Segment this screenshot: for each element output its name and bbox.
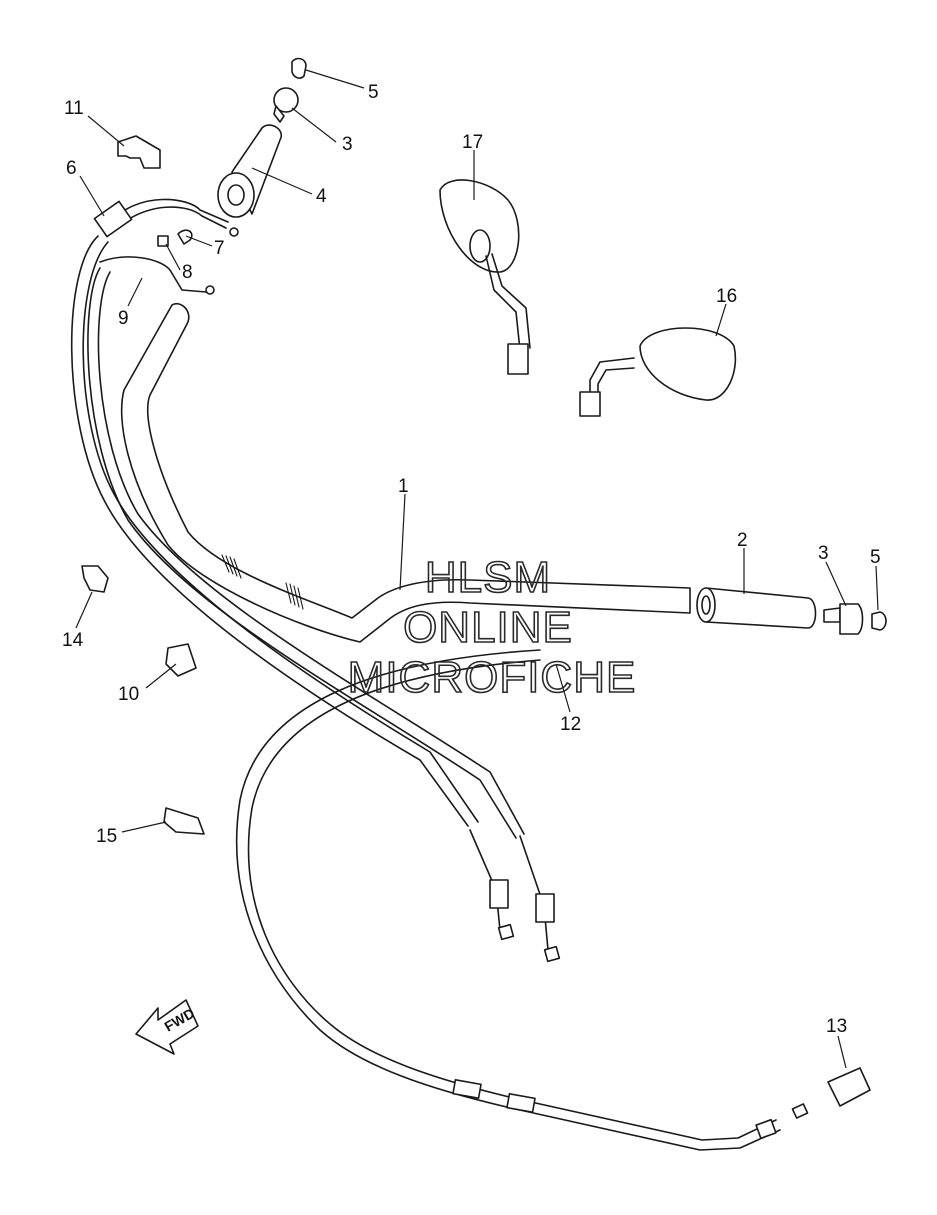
callout-15: 15 xyxy=(96,826,117,847)
throttle-grip xyxy=(217,124,283,218)
adjuster-13 xyxy=(791,1067,871,1119)
bar-end-right xyxy=(823,603,864,635)
end-screw-right xyxy=(871,611,887,631)
callout-16: 16 xyxy=(716,286,737,307)
callout-3-top: 3 xyxy=(342,134,353,155)
mirror-16 xyxy=(579,327,737,417)
callout-8: 8 xyxy=(182,262,193,283)
left-grip xyxy=(696,587,817,629)
watermark: HLSM ONLINE MICROFICHE xyxy=(347,552,637,703)
holder-11 xyxy=(117,135,161,169)
callout-labels: 1 2 3 3 4 5 5 6 7 8 9 10 11 12 13 14 15 … xyxy=(62,82,881,1037)
bar-end-top xyxy=(273,87,299,123)
callout-12: 12 xyxy=(560,714,581,735)
handlebar xyxy=(120,303,691,643)
clamp-15 xyxy=(163,807,205,835)
callout-3-right: 3 xyxy=(818,543,829,564)
callout-11: 11 xyxy=(64,98,84,119)
clutch-cable xyxy=(235,649,781,1151)
callout-10: 10 xyxy=(118,684,139,705)
fwd-arrow-icon: FWD xyxy=(135,999,199,1055)
callout-9: 9 xyxy=(118,308,129,329)
callout-14: 14 xyxy=(62,630,84,651)
watermark-line-2: ONLINE xyxy=(403,603,573,652)
callout-7: 7 xyxy=(214,238,225,259)
mirror-17 xyxy=(439,179,531,375)
callout-2: 2 xyxy=(737,530,748,551)
throttle-cables xyxy=(70,235,561,963)
callout-17: 17 xyxy=(462,132,483,153)
callout-5-right: 5 xyxy=(870,547,881,568)
clamp-14 xyxy=(81,565,109,593)
leader-lines xyxy=(75,69,879,1069)
end-screw-top xyxy=(291,57,307,79)
callout-13: 13 xyxy=(826,1016,847,1037)
callout-6: 6 xyxy=(66,158,77,179)
callout-4: 4 xyxy=(316,186,327,207)
cable-set-6-9 xyxy=(93,198,239,295)
watermark-line-1: HLSM xyxy=(425,553,551,602)
clamp-10 xyxy=(165,643,197,677)
callout-1: 1 xyxy=(398,476,409,497)
callout-5-top: 5 xyxy=(368,82,379,103)
watermark-line-3: MICROFICHE xyxy=(348,653,637,702)
